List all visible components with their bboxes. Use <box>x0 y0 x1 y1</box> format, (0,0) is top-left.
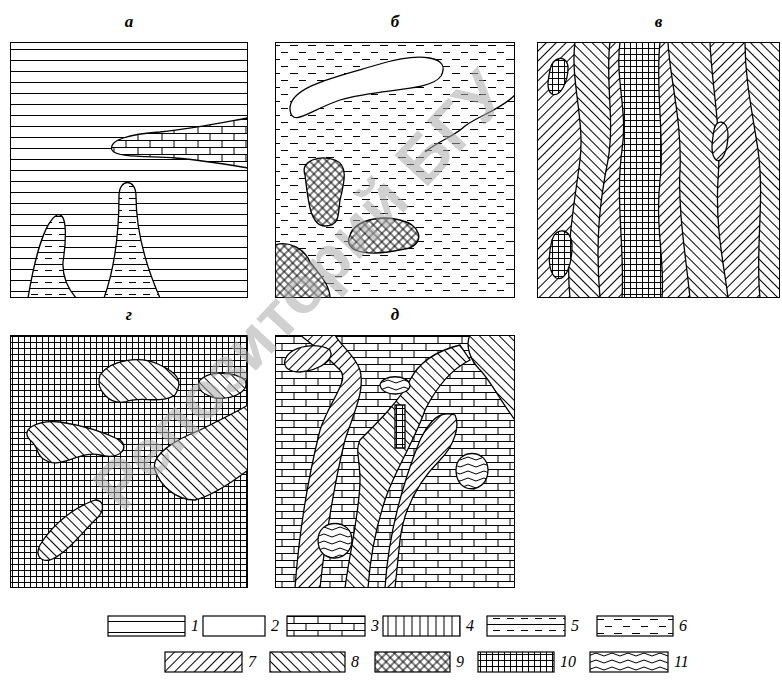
legend-swatches <box>108 616 673 672</box>
rock-body <box>548 58 568 94</box>
legend-number: 1 <box>191 616 199 636</box>
legend-number: 4 <box>466 616 474 636</box>
panel-frame <box>537 42 780 298</box>
rock-body <box>569 42 611 298</box>
legend-swatch <box>383 616 460 636</box>
figure-panel: в <box>537 10 780 298</box>
legend-swatch <box>375 652 450 672</box>
rock-ground <box>10 42 248 298</box>
legend-swatch <box>287 616 365 636</box>
rock-body <box>112 118 248 168</box>
rock-ground <box>275 335 515 588</box>
panel-illustration <box>537 42 780 298</box>
legend-swatch <box>487 616 565 636</box>
legend-number: 5 <box>571 616 579 636</box>
rock-body <box>468 335 515 420</box>
legend-number: 2 <box>271 616 279 636</box>
panel-letter: б <box>275 10 515 34</box>
rock-body <box>104 183 160 299</box>
rock-body <box>380 377 410 394</box>
rock-body <box>549 231 572 279</box>
legend-number: 11 <box>674 652 689 672</box>
rock-body <box>28 215 76 298</box>
legend-swatch <box>165 652 242 672</box>
legend-swatch <box>590 652 668 672</box>
rock-body <box>668 42 728 298</box>
legend-swatch <box>597 616 673 636</box>
legend-swatch <box>270 652 345 672</box>
legend-swatch <box>478 652 554 672</box>
rock-body <box>38 500 102 560</box>
rock-body <box>619 42 663 298</box>
figure-panel: д <box>275 303 515 588</box>
legend-swatch <box>203 616 265 636</box>
figure-panel: а <box>10 10 248 298</box>
rock-body <box>318 524 352 559</box>
rock-ground <box>537 42 780 298</box>
rock-body <box>345 345 470 588</box>
panel-letter: в <box>537 10 780 34</box>
panel-illustration <box>10 42 248 298</box>
rock-body <box>712 122 728 161</box>
rock-body <box>745 42 780 298</box>
panel-letter: г <box>10 303 248 327</box>
legend-number: 3 <box>371 616 379 636</box>
legend-number: 8 <box>351 652 359 672</box>
legend-number: 9 <box>456 652 464 672</box>
legend-number: 7 <box>248 652 256 672</box>
legend-number: 10 <box>560 652 576 672</box>
rock-body <box>456 454 488 489</box>
panel-frame <box>10 42 248 298</box>
legend-swatch <box>108 616 185 636</box>
panel-letter: а <box>10 10 248 34</box>
rock-body <box>395 405 405 448</box>
panel-frame <box>275 335 515 588</box>
legend-number: 6 <box>679 616 687 636</box>
panel-illustration <box>275 335 515 588</box>
